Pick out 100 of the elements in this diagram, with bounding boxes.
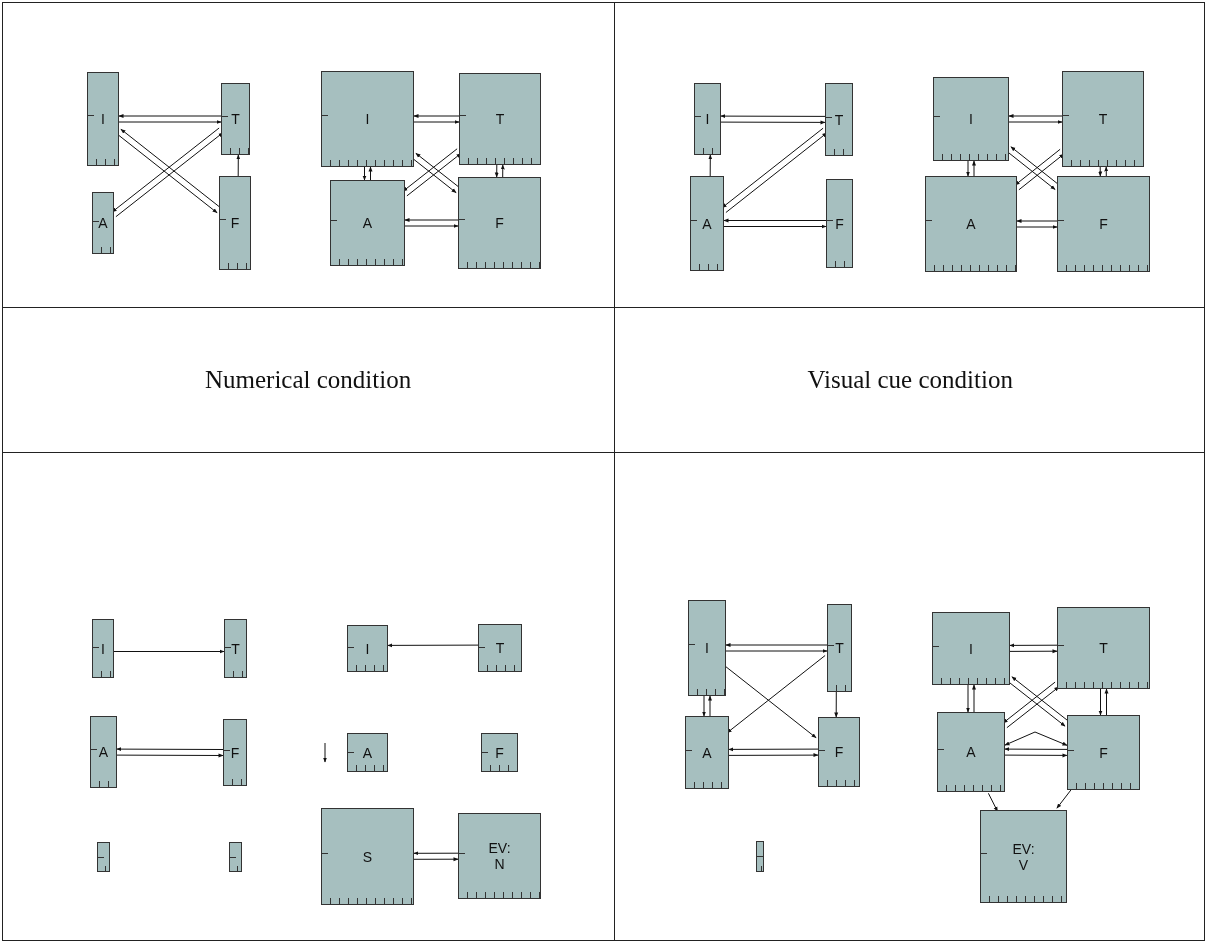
variable-label: T	[495, 111, 505, 127]
arrow	[966, 160, 970, 177]
variable-box	[1067, 715, 1140, 790]
variable-box	[458, 813, 541, 899]
arrow	[723, 224, 827, 229]
variable-label: S	[362, 848, 373, 865]
arrow	[972, 684, 976, 713]
variable-label: I	[365, 111, 370, 127]
variable-label: T	[495, 640, 505, 656]
arrow	[1004, 747, 1068, 752]
arrow	[118, 120, 222, 124]
variable-label: I	[969, 640, 973, 657]
variable-box	[321, 71, 414, 167]
arrow	[1016, 225, 1058, 229]
variable-label: F	[835, 215, 844, 232]
arrow	[702, 695, 706, 717]
arrow	[404, 224, 459, 228]
arrow	[1004, 731, 1036, 746]
bar-shape	[97, 842, 110, 872]
variable-box	[458, 177, 541, 269]
arrow	[113, 649, 225, 654]
condition-label: Numerical condition	[205, 366, 412, 394]
variable-box	[1062, 71, 1144, 167]
variable-box	[459, 73, 541, 165]
arrow	[1009, 643, 1058, 648]
arrow	[413, 114, 460, 118]
arrow	[362, 166, 367, 181]
variable-box	[223, 719, 247, 786]
variable-label: T	[231, 640, 240, 657]
variable-label: A	[702, 744, 712, 761]
variable-box	[330, 180, 405, 266]
variable-label: I	[705, 640, 709, 656]
variable-label: EV: V	[1012, 840, 1035, 873]
variable-label: EV: N	[488, 840, 511, 872]
arrow	[116, 753, 224, 758]
arrow	[1104, 166, 1109, 177]
arrow	[236, 154, 241, 177]
variable-label: I	[365, 640, 370, 657]
variable-label: A	[98, 744, 109, 760]
variable-box	[1057, 176, 1150, 272]
variable-label: F	[230, 744, 240, 761]
bar-shape	[756, 841, 764, 872]
variable-box	[925, 176, 1017, 272]
arrow	[1104, 688, 1109, 716]
arrow	[723, 218, 827, 223]
arrow	[1056, 787, 1073, 809]
variable-label: T	[835, 640, 844, 656]
arrow	[413, 857, 459, 862]
variable-label: F	[230, 215, 240, 231]
variable-label: F	[495, 744, 504, 761]
arrow	[725, 649, 828, 653]
variable-label: F	[1099, 744, 1108, 761]
variable-box	[87, 72, 119, 166]
variable-label: I	[705, 111, 710, 127]
variable-label: A	[98, 215, 108, 231]
arrow	[987, 792, 998, 812]
arrow	[723, 664, 817, 739]
variable-label: A	[702, 215, 712, 232]
variable-box	[688, 600, 726, 696]
variable-box	[825, 83, 853, 156]
variable-box	[478, 624, 522, 672]
variable-label: A	[362, 215, 373, 231]
variable-label: T	[1099, 640, 1108, 656]
variable-label: I	[969, 111, 973, 127]
arrow	[368, 166, 373, 181]
variable-box	[933, 77, 1009, 161]
arrow	[966, 684, 970, 713]
arrow	[708, 154, 713, 177]
variable-label: A	[966, 216, 976, 232]
arrow	[1004, 753, 1068, 758]
arrow	[1016, 219, 1058, 223]
variable-box	[347, 625, 388, 672]
arrow	[413, 851, 459, 856]
arrow	[387, 643, 479, 648]
arrow	[708, 695, 712, 717]
arrow	[728, 753, 819, 758]
variable-box	[690, 176, 724, 271]
variable-box	[826, 179, 853, 268]
variable-label: F	[1099, 216, 1108, 232]
arrow	[500, 164, 505, 178]
arrow	[1098, 166, 1103, 177]
arrow	[1008, 114, 1063, 118]
variable-box	[932, 612, 1010, 685]
variable-box	[92, 619, 114, 678]
bar-shape	[229, 842, 242, 872]
variable-label: A	[966, 744, 976, 760]
variable-box	[1057, 607, 1150, 689]
arrow	[1008, 120, 1063, 124]
variable-box	[219, 176, 251, 270]
arrow	[972, 160, 976, 177]
arrow	[413, 120, 460, 124]
variable-box	[685, 716, 729, 789]
arrow	[1098, 688, 1103, 716]
arrow	[728, 747, 819, 752]
variable-box	[321, 808, 414, 905]
variable-box	[980, 810, 1067, 903]
variable-label: T	[231, 111, 240, 127]
variable-label: A	[362, 744, 373, 761]
arrow	[118, 114, 222, 118]
arrow	[720, 114, 826, 119]
